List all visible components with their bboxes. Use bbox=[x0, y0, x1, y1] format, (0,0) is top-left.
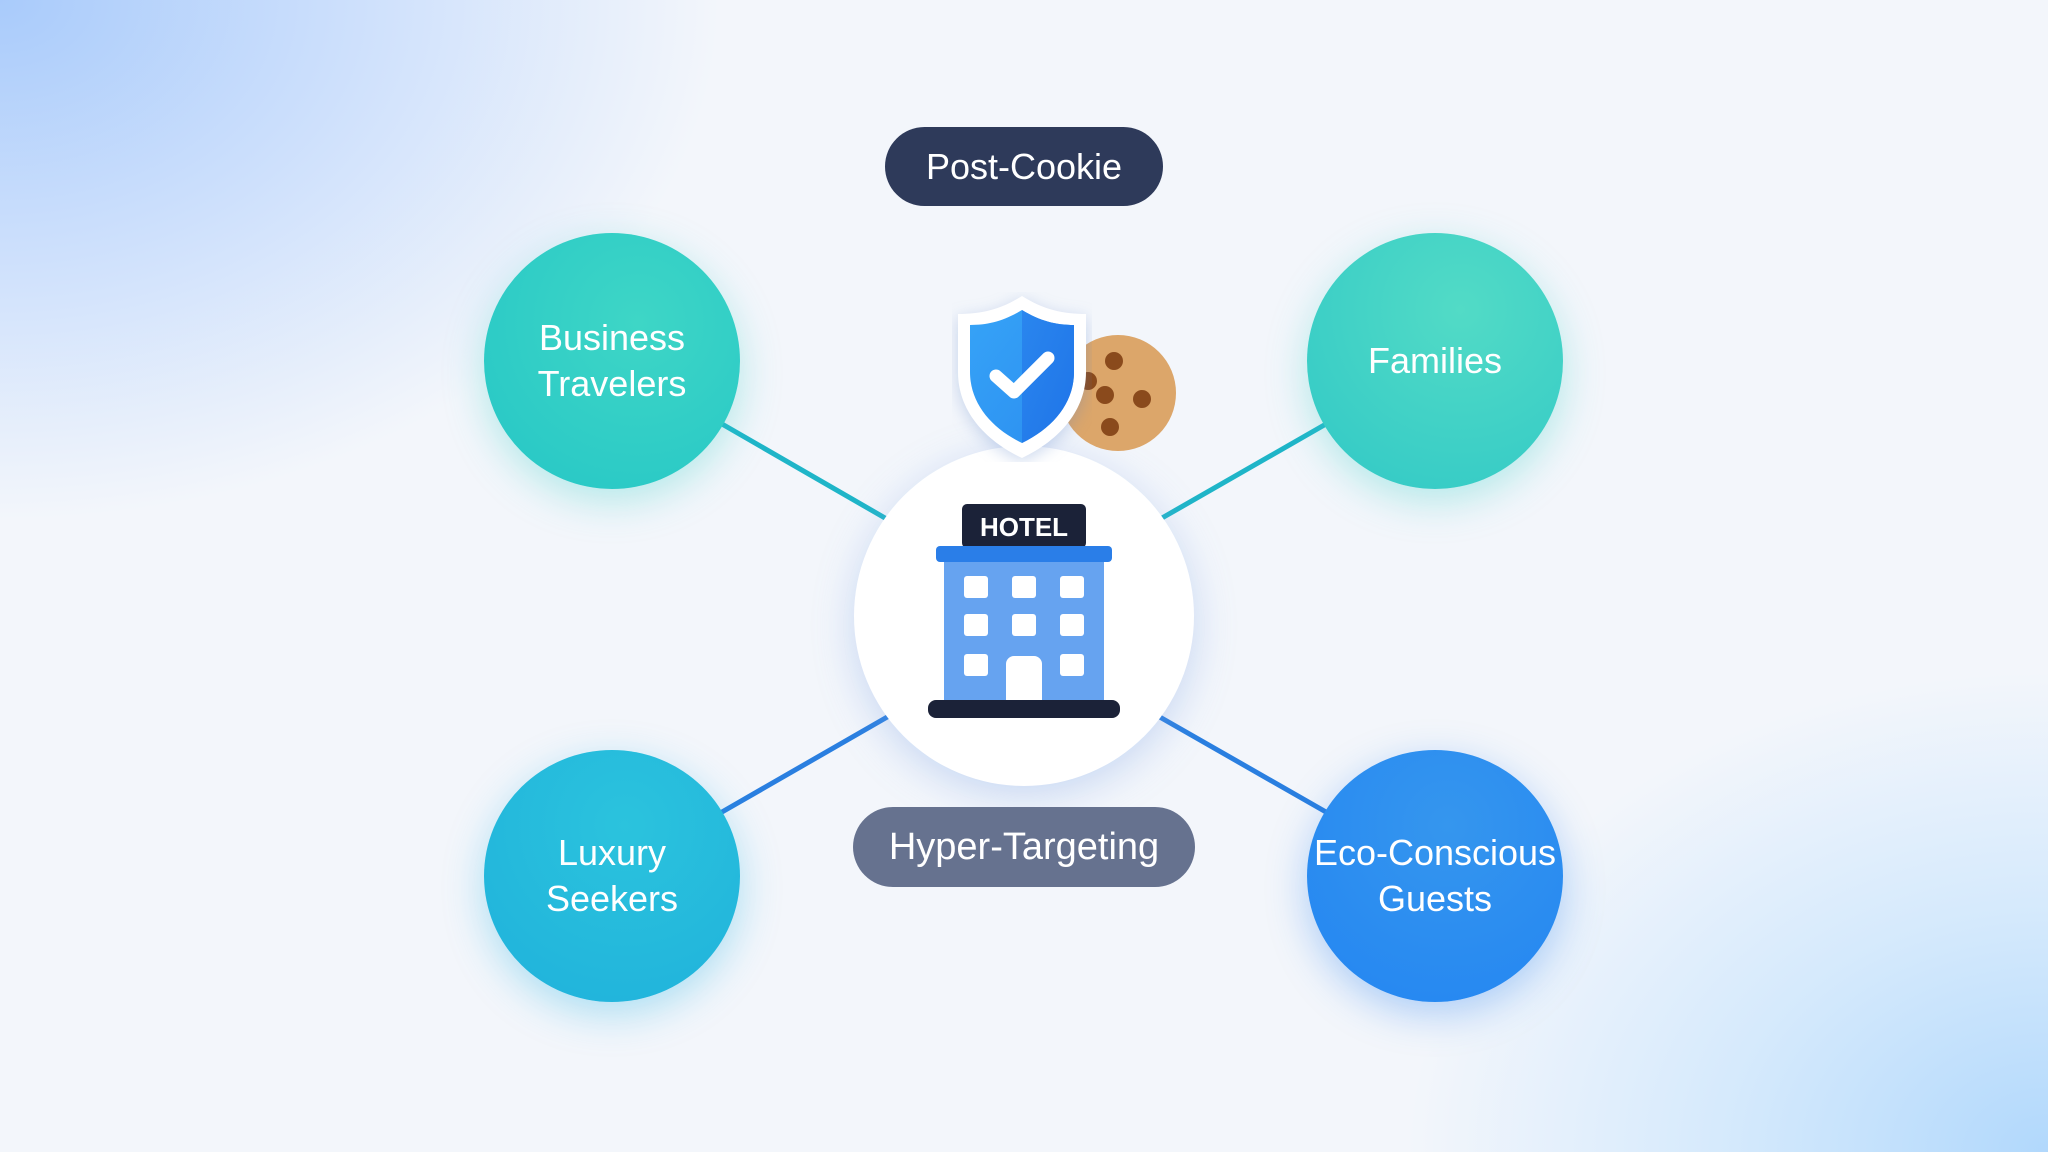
segment-label: Families bbox=[1367, 340, 1502, 381]
segment-families: Families bbox=[1307, 233, 1563, 489]
hotel-sign-text: HOTEL bbox=[980, 512, 1068, 542]
connector-bottom-left bbox=[719, 713, 892, 815]
segment-luxury-seekers: Luxury Seekers bbox=[484, 750, 740, 1002]
shield-check-icon bbox=[958, 296, 1086, 458]
hyper-targeting-label: Hyper-Targeting bbox=[853, 807, 1195, 887]
hyper-targeting-text: Hyper-Targeting bbox=[888, 825, 1160, 868]
cookie-icon bbox=[1060, 335, 1176, 451]
connector-top-right bbox=[1159, 421, 1329, 521]
segment-business-travelers: Business Travelers bbox=[484, 233, 740, 489]
connector-top-left bbox=[719, 421, 888, 521]
segment-label: Business Travelers bbox=[537, 317, 687, 404]
hotel-building-icon: HOTEL bbox=[928, 504, 1120, 718]
segment-label: Luxury Seekers bbox=[545, 832, 679, 919]
post-cookie-text: Post-Cookie bbox=[925, 145, 1123, 187]
segment-label: Eco-Conscious Guests bbox=[1313, 832, 1557, 919]
segment-eco-conscious-guests: Eco-Conscious Guests bbox=[1307, 750, 1563, 1002]
post-cookie-label: Post-Cookie bbox=[885, 127, 1163, 206]
connector-bottom-right bbox=[1155, 713, 1329, 815]
